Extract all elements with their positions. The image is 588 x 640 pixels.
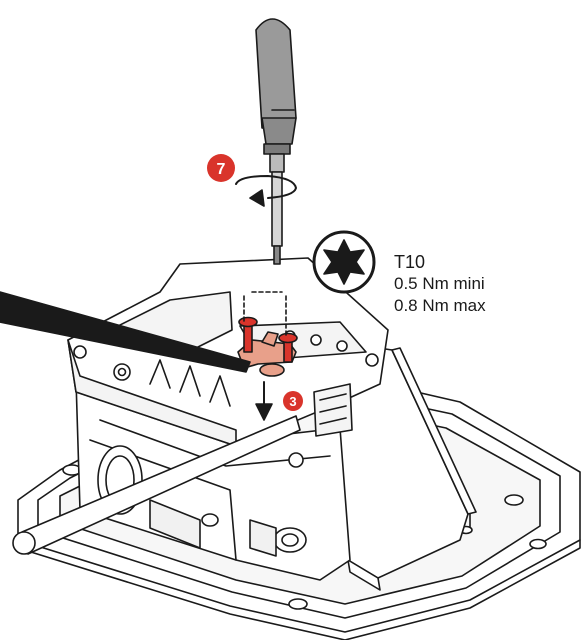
- screwdriver-icon: [255, 18, 297, 265]
- torx-spec: T10 0.5 Nm mini 0.8 Nm max: [394, 251, 486, 317]
- pry-tool: [0, 291, 251, 373]
- svg-text:7: 7: [217, 161, 226, 178]
- torx-bit-label: T10: [394, 252, 426, 272]
- torx-bit-icon: [312, 230, 376, 294]
- step-marker-7: 7: [207, 154, 235, 182]
- torque-max-label: 0.8 Nm max: [394, 296, 486, 315]
- torque-min-label: 0.5 Nm mini: [394, 274, 485, 293]
- svg-text:3: 3: [289, 394, 296, 409]
- rotate-clockwise-icon: [235, 175, 297, 207]
- rod: [12, 415, 301, 555]
- red-screws: [238, 316, 298, 363]
- step-marker-3: 3: [283, 391, 303, 411]
- alignment-guide: [243, 291, 287, 339]
- push-arrow: [255, 381, 273, 421]
